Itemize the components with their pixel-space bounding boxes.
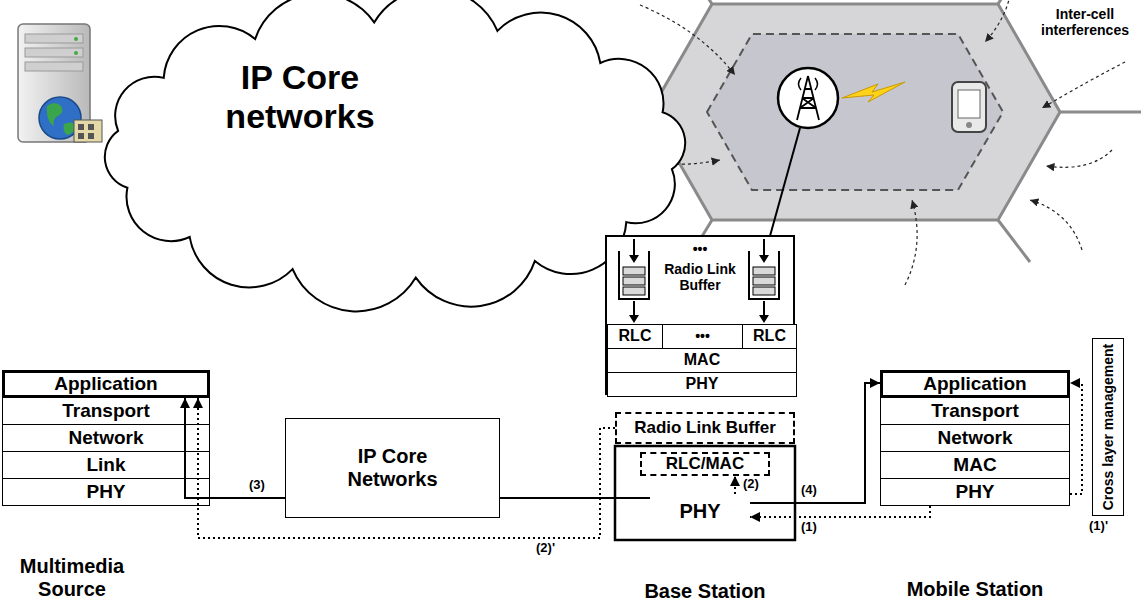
rlc-cell: RLC xyxy=(742,324,797,349)
base-station-frame xyxy=(615,446,795,540)
annotation-label: Inter-cell interferences xyxy=(1033,6,1137,38)
node-text: PHY xyxy=(679,500,720,523)
node-text: PHY xyxy=(86,481,125,503)
rlc-cell: RLC xyxy=(607,324,663,349)
node-text: Link xyxy=(86,454,125,476)
connector xyxy=(198,398,615,538)
callout-number: (2) xyxy=(742,477,760,492)
radio-link-bolt xyxy=(842,82,905,102)
callout-number: (1) xyxy=(800,520,818,535)
node-text: Radio Link Buffer xyxy=(662,261,738,293)
server-icon xyxy=(18,24,102,142)
layer-box: Link xyxy=(2,451,210,479)
layer-box: Network xyxy=(2,424,210,452)
node-text: Application xyxy=(54,373,157,395)
callout-number: (4) xyxy=(800,483,818,498)
protocol-stack: Base Station Radio Link BufferRLC/MAC PHY xyxy=(615,410,795,610)
node-text: Radio Link Buffer xyxy=(634,418,776,438)
node-text: RLC xyxy=(619,327,652,345)
connector xyxy=(185,398,650,498)
node-text: RLC/MAC xyxy=(666,454,744,474)
connector xyxy=(750,506,930,517)
protocol-stack: Multimedia Source ApplicationTransportNet… xyxy=(2,370,210,610)
layer-box: PHY xyxy=(2,478,210,506)
node-text: Transport xyxy=(931,400,1019,422)
layer-box: Transport xyxy=(2,397,210,425)
phy-layer: PHY xyxy=(607,372,797,397)
layer-box: MAC xyxy=(880,451,1070,479)
node-text: Transport xyxy=(62,400,150,422)
node-text: ••• xyxy=(662,241,738,257)
mobile-device xyxy=(952,82,986,132)
layer-box: PHY xyxy=(880,478,1070,506)
rlc-mac-box: RLC/MAC xyxy=(640,452,770,476)
node-text: Network xyxy=(69,427,144,449)
layer-box: Application xyxy=(2,370,210,398)
node-text: PHY xyxy=(955,481,994,503)
base-station-tower xyxy=(770,68,838,236)
phy-layer: PHY xyxy=(650,494,750,528)
layer-box: Transport xyxy=(880,397,1070,425)
callout-number: (2)' xyxy=(535,541,556,556)
mac-layer: MAC xyxy=(607,348,797,373)
node-text: Multimedia Source xyxy=(2,555,142,601)
node-text: Mobile Station xyxy=(880,578,1070,601)
node-text: Base Station xyxy=(615,580,795,603)
layer-box: Application xyxy=(880,370,1070,398)
layer-box: Network xyxy=(880,424,1070,452)
node-text: IP Core networks xyxy=(200,58,400,136)
network-box: IP Core Networks xyxy=(285,418,500,518)
node-text: Cross layer management xyxy=(1100,344,1116,511)
node-text: Application xyxy=(923,373,1026,395)
node-text: ••• xyxy=(695,328,710,344)
connector xyxy=(734,476,736,494)
node-text: PHY xyxy=(686,375,719,393)
node-text: IP Core Networks xyxy=(333,445,453,491)
protocol-stack: Mobile Station ApplicationTransportNetwor… xyxy=(880,370,1070,610)
callout-number: (3) xyxy=(248,478,266,493)
node-text: Network xyxy=(938,427,1013,449)
cloud-outline xyxy=(105,0,685,311)
node-text: RLC xyxy=(753,327,786,345)
callout-number: (1)' xyxy=(1088,519,1109,534)
cross-layer-box: Cross layer management xyxy=(1092,338,1124,516)
node-text: MAC xyxy=(953,454,996,476)
ellipsis-cell: ••• xyxy=(662,324,743,349)
node-text: MAC xyxy=(684,351,720,369)
base-station-box: ••• Radio Link BufferRLC ••• RLC MAC PHY xyxy=(605,235,795,395)
connector xyxy=(1070,383,1082,494)
buffer-box: Radio Link Buffer xyxy=(615,412,795,444)
